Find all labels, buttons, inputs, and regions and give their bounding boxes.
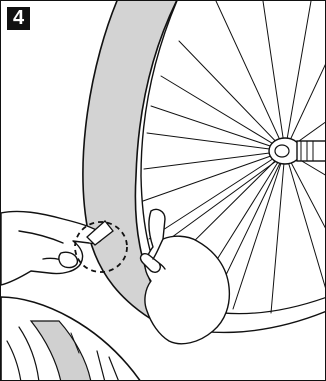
step-number-badge: 4	[7, 7, 30, 30]
wheel-hub	[269, 138, 326, 164]
right-hand	[141, 209, 230, 343]
detail-inset	[1, 297, 141, 381]
